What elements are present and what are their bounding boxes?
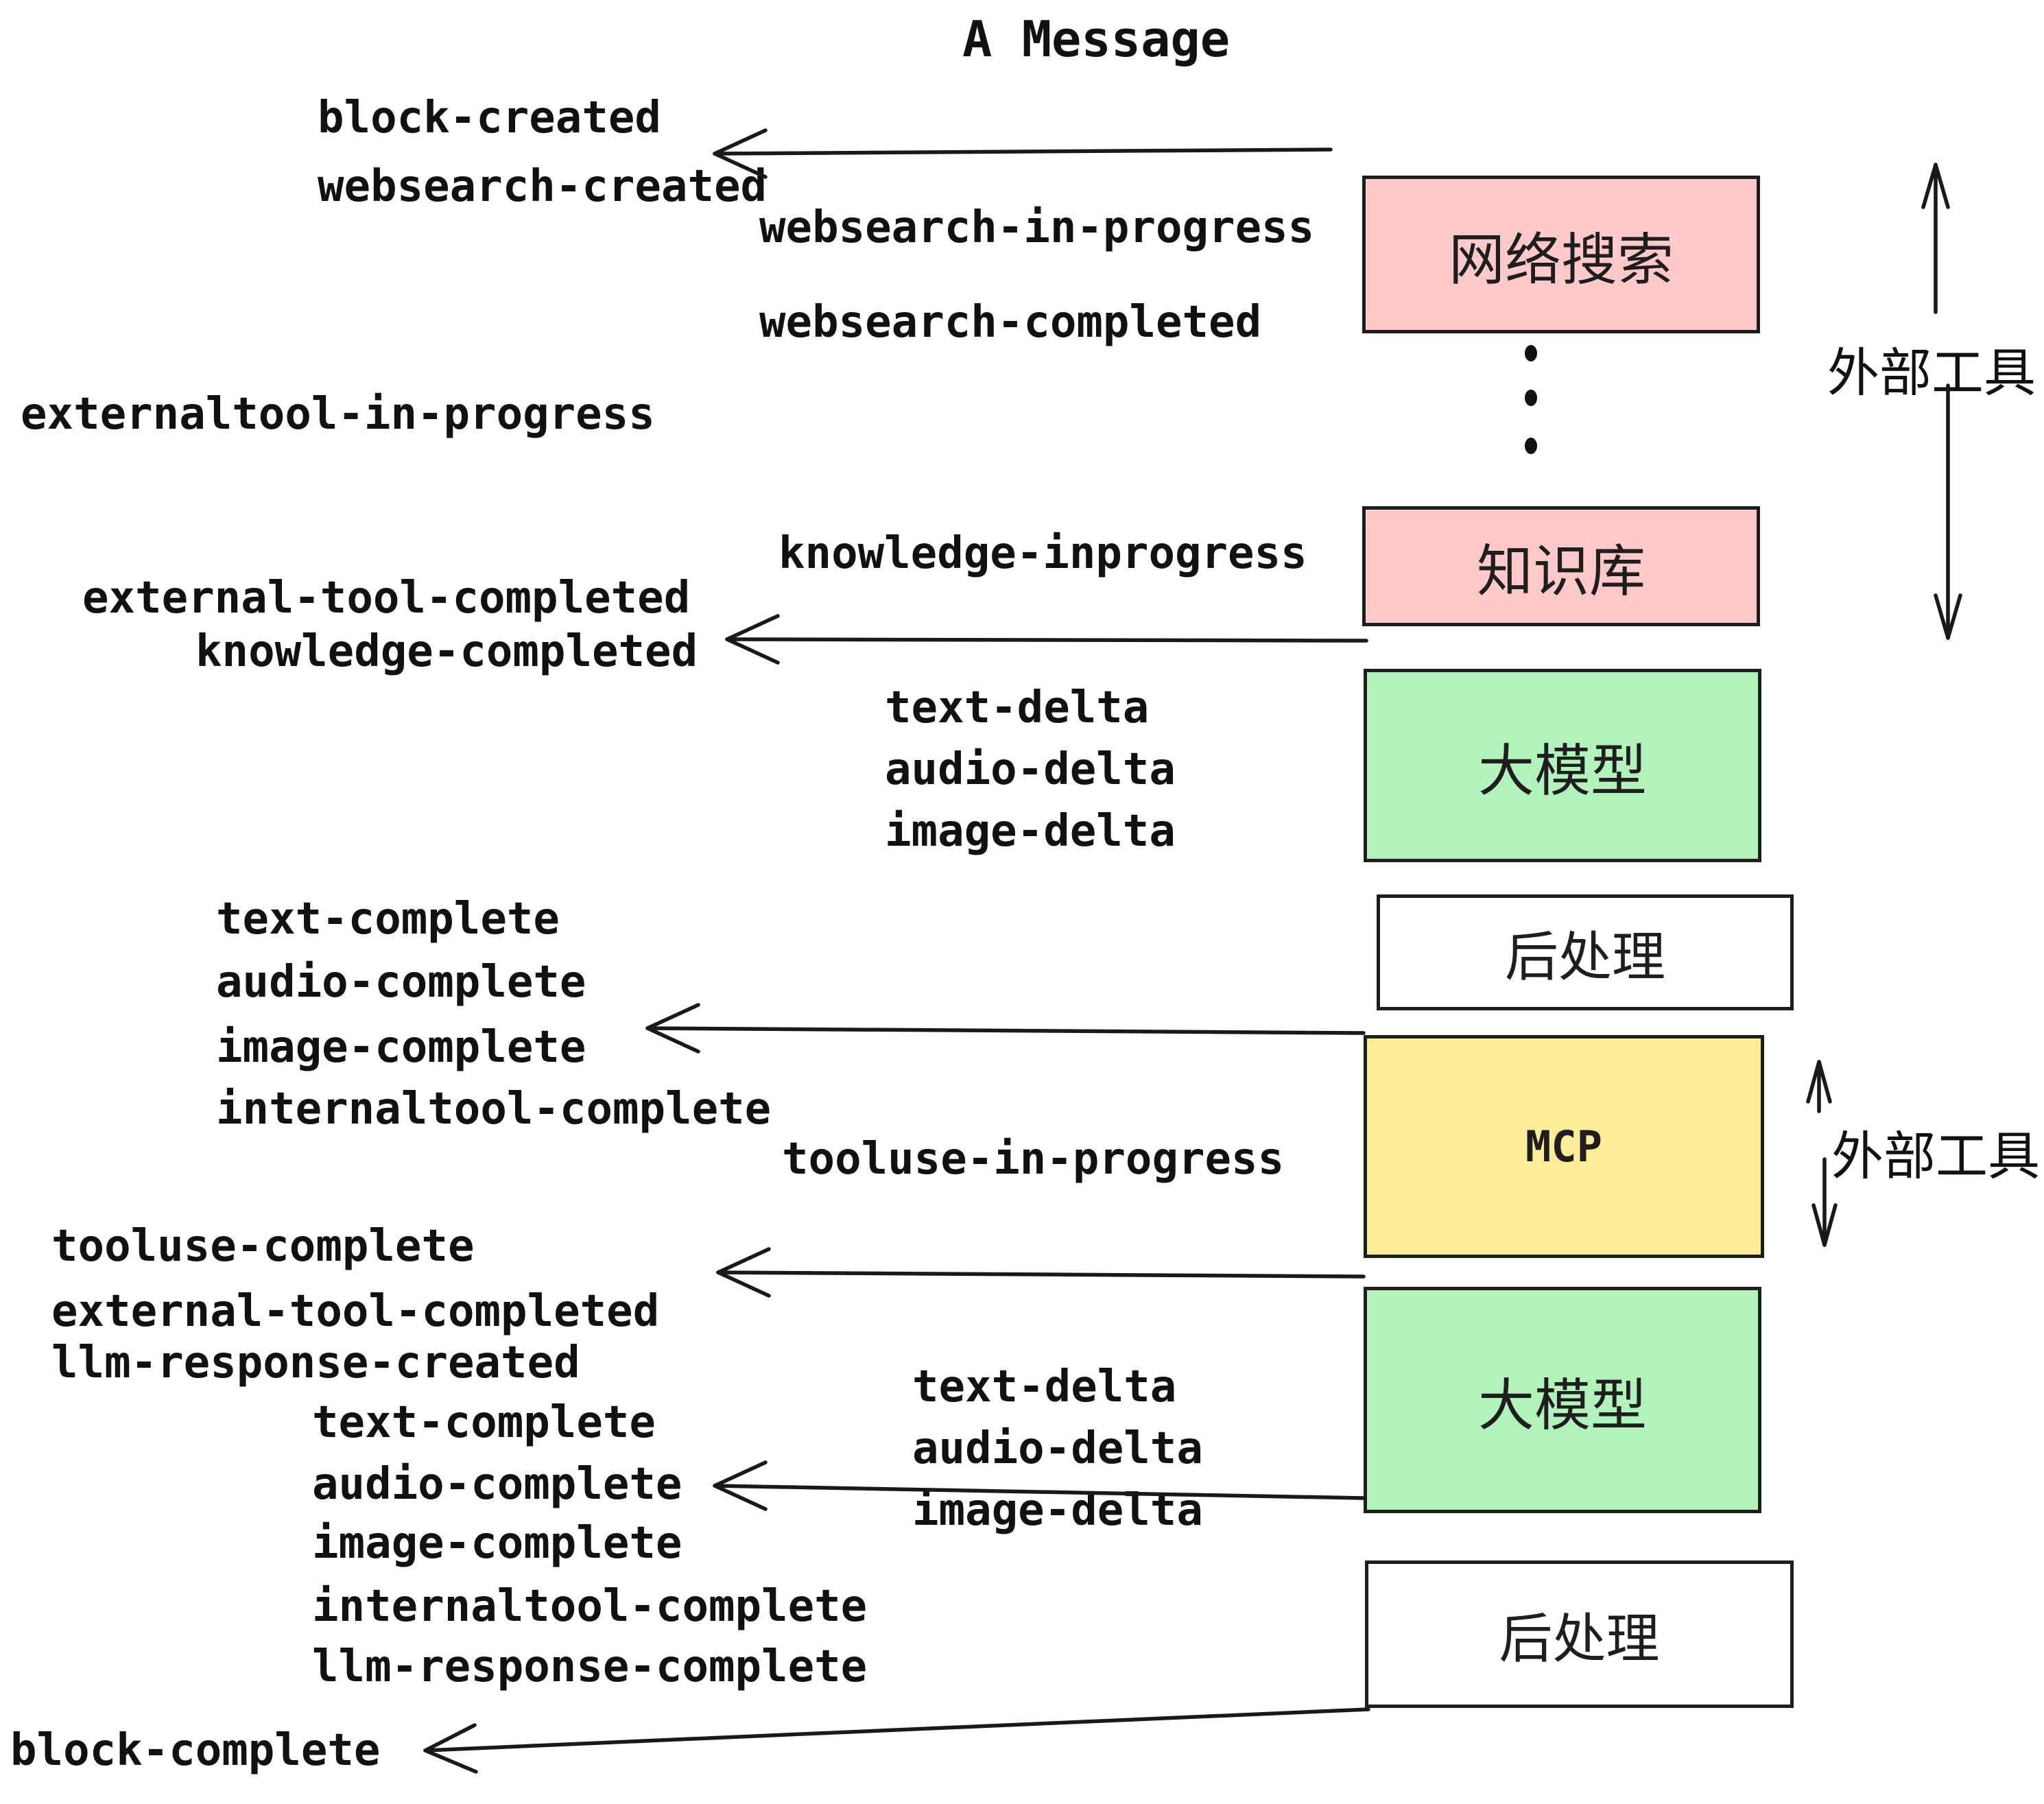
mcp-box-label: MCP	[1525, 1121, 1602, 1172]
event-label-internaltool-complete-2: internaltool-complete	[312, 1581, 868, 1632]
postprocess-box-1: 后处理	[1377, 894, 1794, 1010]
event-label-knowledge-completed: knowledge-completed	[195, 626, 698, 677]
arrow-left-to-block-complete-icon	[423, 1707, 1370, 1774]
external-tools-label-top: 外部工具	[1827, 342, 2036, 403]
arrow-left-to-websearch-created-icon	[713, 128, 1333, 179]
event-label-block-complete: block-complete	[10, 1725, 381, 1776]
event-label-external-tool-completed-2: external-tool-completed	[51, 1286, 660, 1337]
llm-box-1-label: 大模型	[1477, 738, 1647, 804]
event-label-image-complete-2: image-complete	[312, 1518, 682, 1569]
event-label-internaltool-complete-1: internaltool-complete	[216, 1084, 772, 1135]
llm-box-2: 大模型	[1364, 1287, 1761, 1513]
event-label-external-tool-completed-1: external-tool-completed	[82, 573, 691, 624]
external-tools-up-arrow-2-icon	[1806, 1060, 1832, 1113]
knowledge-base-box: 知识库	[1362, 506, 1760, 626]
event-label-audio-complete-2: audio-complete	[312, 1459, 682, 1510]
external-tools-label-mid: 外部工具	[1831, 1126, 2040, 1187]
postprocess-box-1-label: 后处理	[1504, 926, 1665, 988]
event-label-text-delta-2: text-delta	[912, 1362, 1177, 1412]
event-label-llm-response-complete: llm-response-complete	[312, 1641, 868, 1692]
page-title: A Message	[962, 10, 1231, 68]
event-label-tooluse-in-progress: tooluse-in-progress	[782, 1134, 1285, 1185]
event-label-llm-response-created: llm-response-created	[51, 1338, 580, 1388]
arrow-left-to-image-complete-icon	[645, 1003, 1366, 1054]
event-label-text-complete-2: text-complete	[312, 1397, 656, 1448]
ellipsis-dots-icon	[1525, 345, 1537, 454]
websearch-box: 网络搜索	[1362, 176, 1760, 333]
external-tools-down-arrow-2-icon	[1811, 1157, 1838, 1247]
external-tools-down-arrow-1-icon	[1934, 383, 1962, 640]
event-label-externaltool-in-progress: externaltool-in-progress	[21, 389, 655, 440]
knowledge-base-box-label: 知识库	[1476, 539, 1645, 604]
event-label-image-delta-1: image-delta	[885, 806, 1176, 857]
event-label-knowledge-inprogress: knowledge-inprogress	[779, 528, 1307, 579]
event-label-block-created: block-created	[318, 93, 661, 143]
event-label-audio-complete-1: audio-complete	[216, 957, 586, 1008]
postprocess-box-2-label: 后处理	[1499, 1608, 1660, 1670]
mcp-box: MCP	[1364, 1035, 1764, 1258]
websearch-box-label: 网络搜索	[1448, 227, 1674, 293]
event-label-text-complete-1: text-complete	[216, 894, 560, 945]
postprocess-box-2: 后处理	[1365, 1560, 1794, 1708]
event-label-audio-delta-1: audio-delta	[885, 744, 1176, 795]
event-label-image-complete-1: image-complete	[216, 1022, 586, 1073]
arrow-left-to-tooluse-complete-icon	[716, 1247, 1366, 1298]
event-label-audio-delta-2: audio-delta	[912, 1423, 1203, 1474]
event-label-websearch-completed: websearch-completed	[759, 297, 1262, 348]
event-label-tooluse-complete: tooluse-complete	[51, 1221, 475, 1272]
external-tools-up-arrow-1-icon	[1921, 163, 1950, 314]
event-label-text-delta-1: text-delta	[885, 683, 1150, 733]
arrow-left-to-audio-complete-icon	[713, 1460, 1366, 1511]
llm-box-1: 大模型	[1364, 669, 1761, 862]
llm-box-2-label: 大模型	[1477, 1373, 1647, 1438]
arrow-left-to-knowledge-completed-icon	[725, 614, 1368, 665]
event-label-websearch-in-progress: websearch-in-progress	[759, 202, 1315, 253]
event-label-websearch-created: websearch-created	[318, 161, 768, 212]
